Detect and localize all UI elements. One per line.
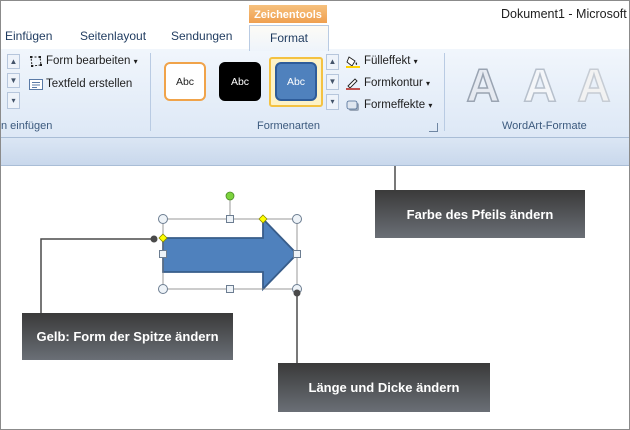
block-arrow-shape[interactable] [162, 216, 299, 292]
wordart-sample-2[interactable]: A [523, 58, 558, 112]
group-separator [444, 53, 445, 131]
paint-bucket-icon [346, 56, 360, 68]
side-handle-left[interactable] [159, 250, 167, 258]
formkontur-button[interactable]: Formkontur ▾ [364, 77, 430, 89]
corner-handle-bottom-left[interactable] [158, 284, 168, 294]
formeffekte-label: Formeffekte [364, 99, 426, 111]
gallery-scroll-down[interactable]: ▼ [326, 74, 339, 90]
edit-shape-icon [30, 56, 42, 67]
chevron-down-icon: ▾ [428, 101, 433, 110]
context-tab-header: Zeichentools [249, 5, 327, 25]
dialog-launcher-icon[interactable] [429, 123, 438, 132]
formkontur-label: Formkontur [364, 77, 423, 89]
gallery-scroll-up-left[interactable]: ▲ [7, 54, 20, 69]
ribbon: ▲ ▼ ▾ Form bearbeiten ▾ Textfeld erstell… [1, 49, 629, 138]
tab-sendungen[interactable]: Sendungen [171, 29, 233, 43]
side-handle-right[interactable] [293, 250, 301, 258]
shape-style-swatch-2[interactable]: Abc [219, 62, 261, 101]
group-label-insert: n einfügen [1, 120, 53, 132]
leader-line-tip [40, 238, 154, 314]
leader-dot-size [293, 289, 301, 297]
gallery-more-left[interactable]: ▾ [7, 92, 20, 109]
corner-handle-top-right[interactable] [292, 214, 302, 224]
gallery-scroll-up[interactable]: ▲ [326, 54, 339, 70]
callout-tip-shape: Gelb: Form der Spitze ändern [22, 313, 233, 360]
rotate-handle[interactable] [225, 191, 235, 201]
chevron-down-icon: ▾ [133, 57, 138, 66]
chevron-down-icon: ▾ [426, 79, 431, 88]
adjust-handle-tip[interactable] [258, 214, 268, 224]
fuelleffekt-label: Fülleffekt [364, 55, 411, 67]
fuelleffekt-button[interactable]: Fülleffekt ▾ [364, 55, 418, 67]
adjust-handle-shaft[interactable] [158, 233, 168, 243]
side-handle-bottom[interactable] [226, 285, 234, 293]
textbox-icon [29, 79, 43, 90]
tab-einfuegen[interactable]: Einfügen [5, 29, 53, 43]
shape-style-swatch-3[interactable]: Abc [275, 62, 317, 101]
form-bearbeiten-label: Form bearbeiten [46, 55, 131, 67]
form-bearbeiten-button[interactable]: Form bearbeiten ▾ [46, 55, 138, 67]
group-separator [150, 53, 151, 131]
side-handle-top[interactable] [226, 215, 234, 223]
shape-style-swatch-1[interactable]: Abc [164, 62, 206, 101]
gallery-scroll-down-left[interactable]: ▼ [7, 73, 20, 88]
document-canvas [40, 166, 396, 363]
pen-outline-icon [346, 78, 360, 90]
group-label-formenarten: Formenarten [257, 120, 320, 132]
leader-dot-tip [150, 235, 158, 243]
wordart-sample-1[interactable]: A [466, 58, 501, 112]
shape-effects-icon [346, 100, 359, 111]
ruler-bar [1, 138, 629, 166]
group-label-wordart: WordArt-Formate [502, 120, 587, 132]
formeffekte-button[interactable]: Formeffekte ▾ [364, 99, 432, 111]
tab-seitenlayout[interactable]: Seitenlayout [80, 29, 147, 43]
callout-arrow-color: Farbe des Pfeils ändern [375, 190, 585, 238]
wordart-sample-3[interactable]: A [577, 58, 612, 112]
callout-length-thickness: Länge und Dicke ändern [278, 363, 490, 412]
corner-handle-top-left[interactable] [158, 214, 168, 224]
gallery-more[interactable]: ▾ [326, 94, 339, 110]
tab-format[interactable]: Format [249, 25, 329, 51]
window-title: Dokument1 - Microsoft [501, 7, 627, 21]
textfeld-erstellen-button[interactable]: Textfeld erstellen [46, 78, 133, 90]
chevron-down-icon: ▾ [413, 57, 418, 66]
